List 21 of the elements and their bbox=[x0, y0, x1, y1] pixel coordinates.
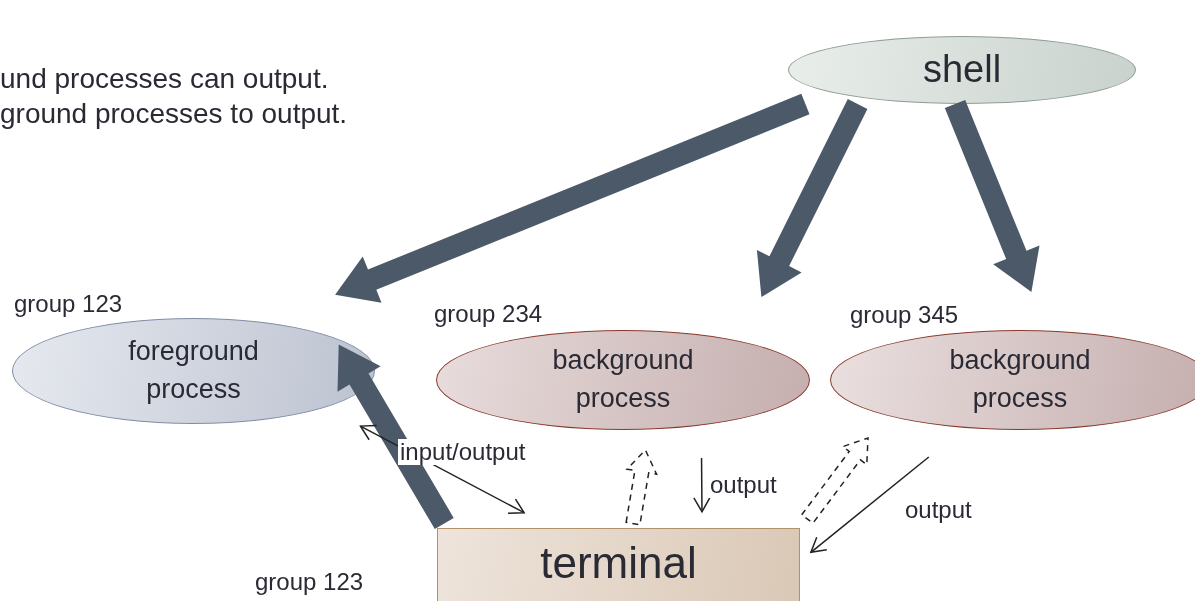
node-label: background process bbox=[551, 344, 695, 415]
node-label: shell bbox=[922, 47, 1002, 93]
note-text: und processes can output. bbox=[0, 63, 329, 95]
arrow bbox=[693, 457, 711, 513]
group-label: group 234 bbox=[434, 300, 543, 328]
node-label: background process bbox=[948, 344, 1092, 415]
hollow-block-arrow bbox=[800, 436, 869, 525]
group-label: group 345 bbox=[850, 301, 959, 329]
group-label: group 123 bbox=[14, 290, 123, 318]
block-arrow bbox=[756, 99, 868, 297]
block-arrow bbox=[944, 99, 1040, 292]
terminal-box bbox=[437, 528, 800, 601]
block-arrow bbox=[337, 344, 454, 530]
node-label: terminal bbox=[540, 537, 697, 590]
arrow bbox=[810, 456, 930, 554]
node-label: foreground process bbox=[127, 335, 260, 406]
group-label: group 123 bbox=[255, 568, 364, 596]
block-arrow bbox=[335, 93, 810, 303]
note-text: ground processes to output. bbox=[0, 98, 348, 130]
edge-label: input/output bbox=[398, 439, 528, 466]
hollow-block-arrow bbox=[625, 448, 658, 526]
